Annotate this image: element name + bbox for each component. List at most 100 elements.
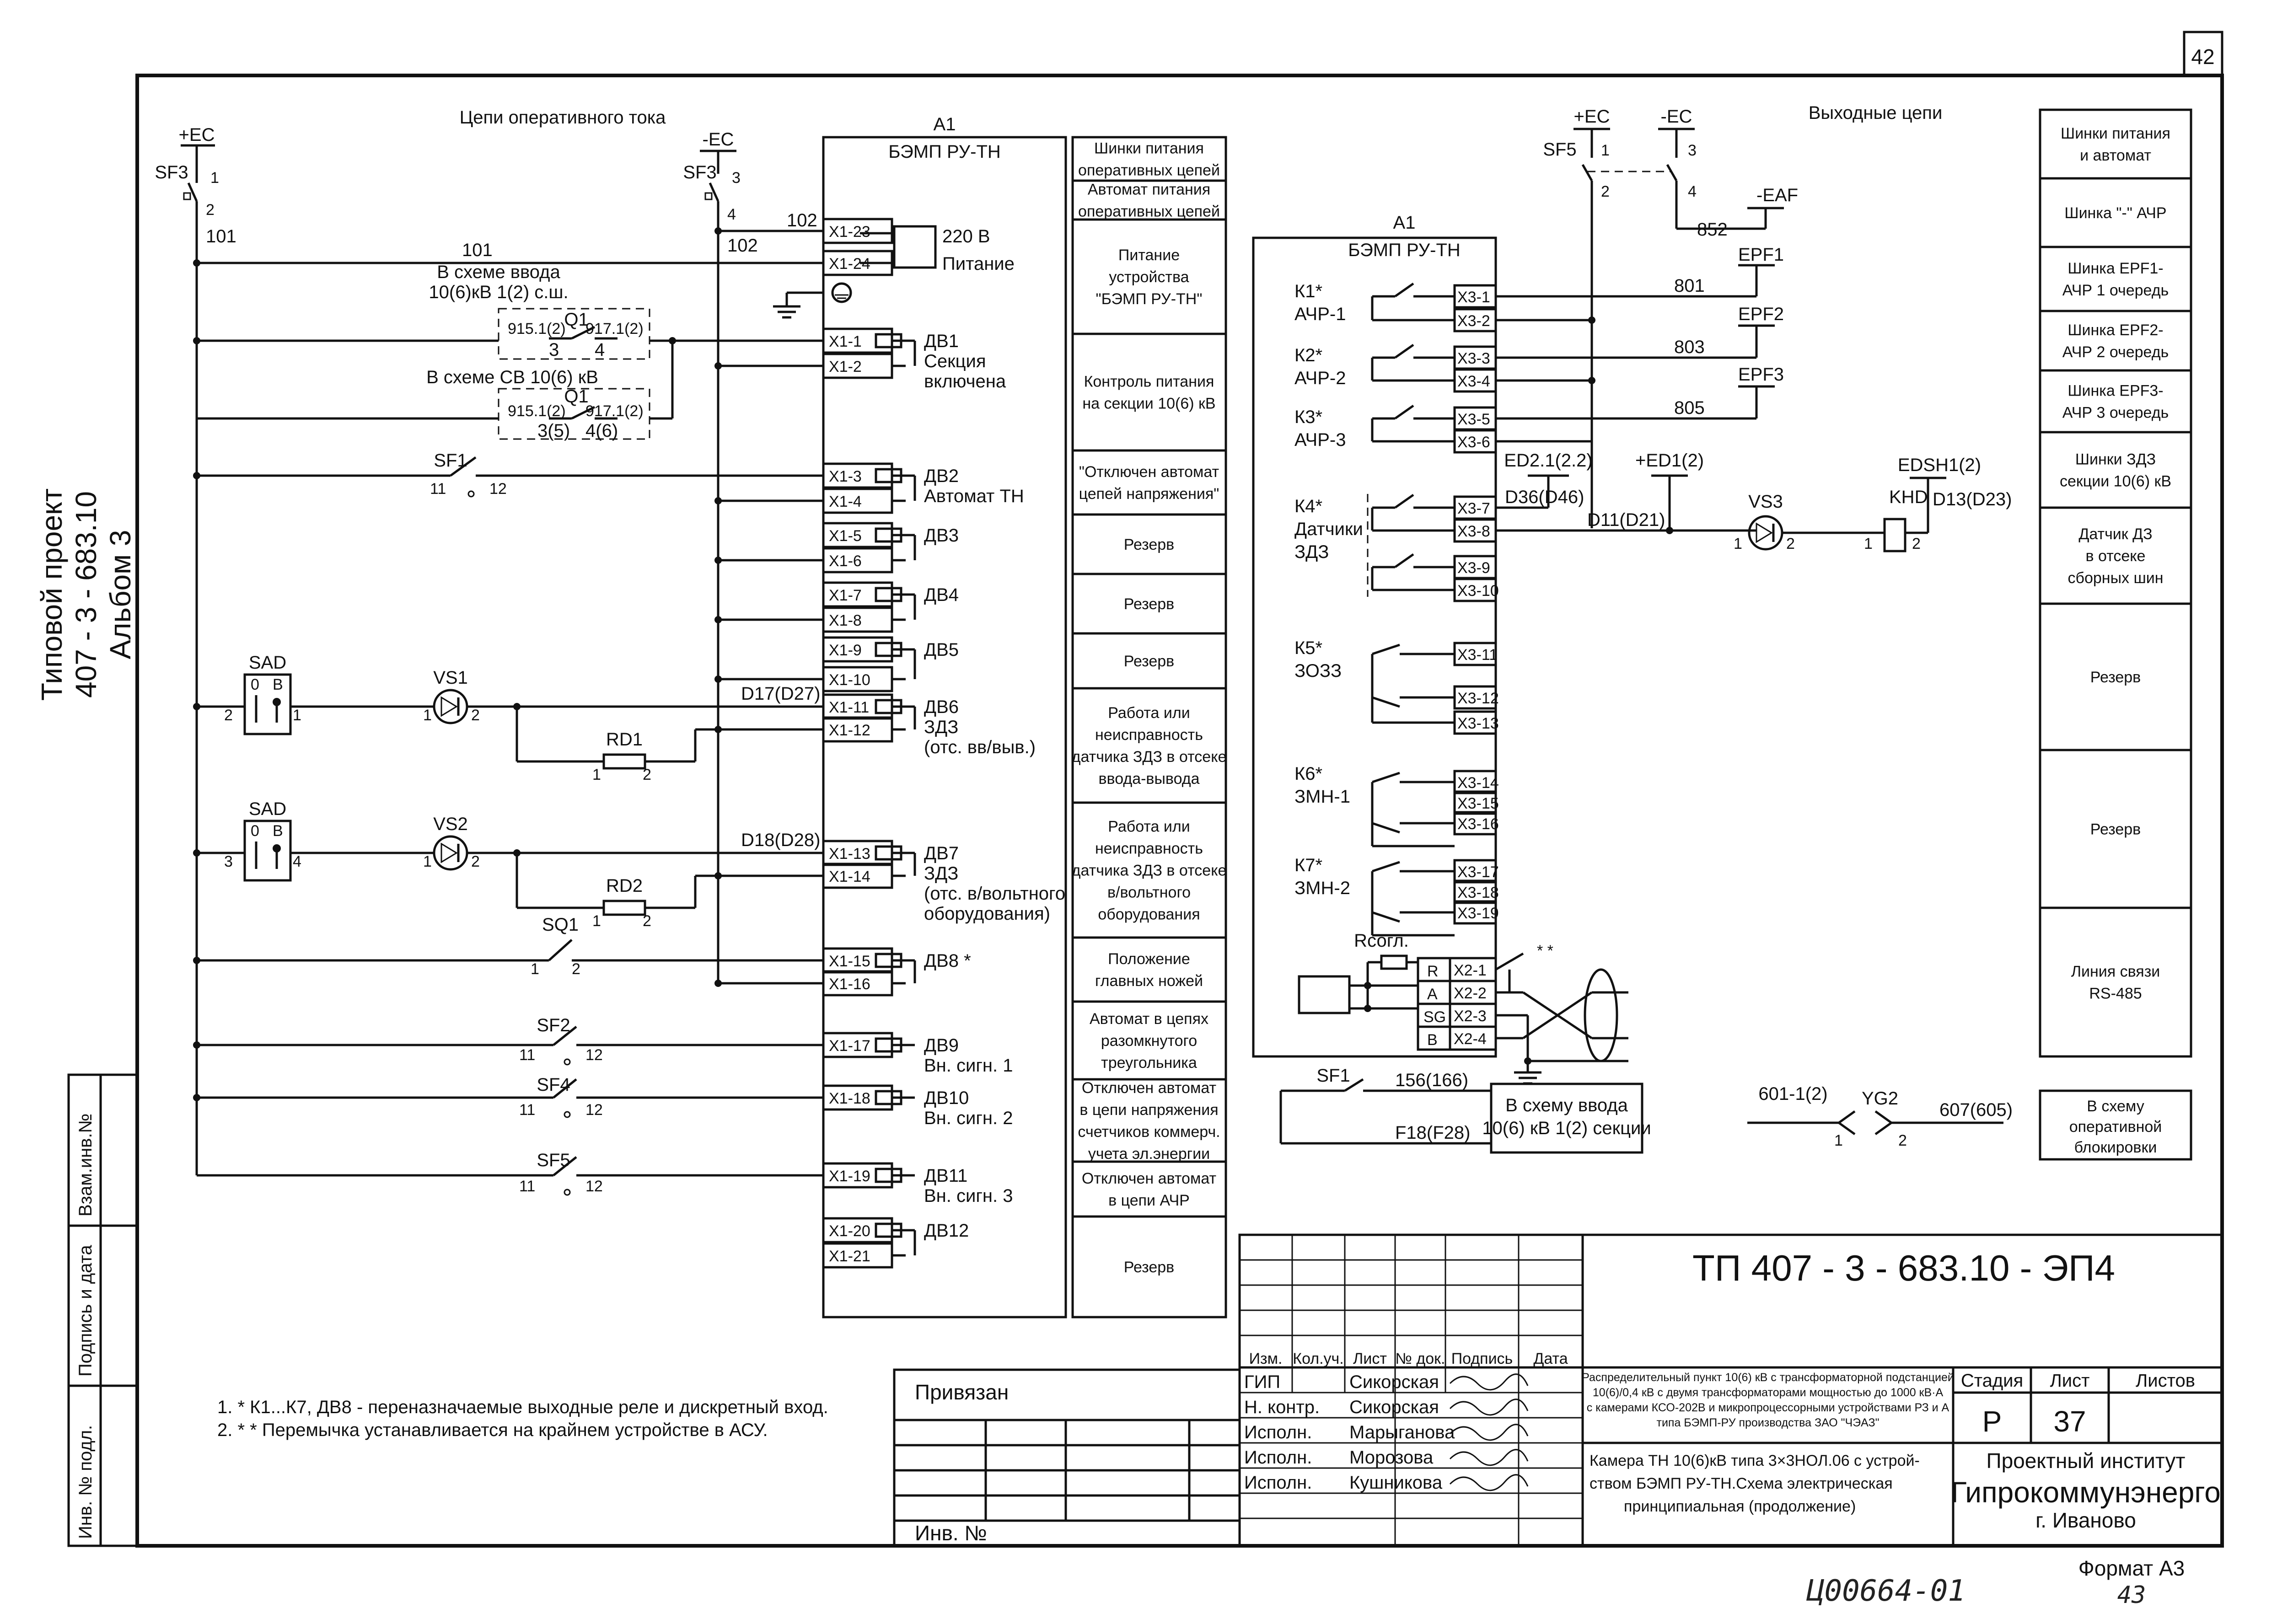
svg-text:12: 12	[585, 1046, 603, 1064]
title-col-header: Изм.	[1249, 1350, 1283, 1367]
sf1-output-switch	[1344, 1078, 1364, 1092]
svg-text:А1: А1	[1393, 213, 1416, 233]
middle-table-cell: Отключен автомат	[1082, 1079, 1216, 1097]
svg-text:SF5: SF5	[1543, 139, 1576, 160]
middle-table-cell: счетчиков коммерч.	[1078, 1123, 1220, 1141]
svg-text:917.1(2): 917.1(2)	[585, 320, 644, 338]
title-role: Исполн.	[1244, 1447, 1312, 1468]
sf4-circuit: SF4 11 12	[193, 1075, 823, 1119]
svg-text:SF3: SF3	[683, 162, 716, 182]
terminal-label: Х1-10	[829, 671, 870, 689]
right-table-cell: RS-485	[2089, 985, 2142, 1002]
svg-text:2: 2	[643, 912, 651, 930]
svg-text:ЕРF2: ЕРF2	[1738, 304, 1784, 324]
middle-table-cell: треугольника	[1101, 1054, 1197, 1072]
terminal-label: Х1-20	[829, 1222, 870, 1240]
block-scheme-label: блокировки	[2074, 1139, 2157, 1156]
title-name: Марыганова	[1349, 1422, 1455, 1442]
terminal-label: Х1-3	[829, 468, 862, 485]
sf5-output-switch	[1581, 164, 1593, 182]
svg-text:1: 1	[592, 912, 601, 930]
svg-text:A: A	[1427, 986, 1438, 1003]
terminal-Х1-24	[822, 250, 893, 276]
terminal-Х1-23	[822, 218, 893, 244]
terminal-label: Х1-6	[829, 552, 862, 570]
terminal-label: Х3-4	[1457, 373, 1490, 390]
svg-text:Секция: Секция	[924, 351, 986, 371]
terminal-label: Х3-18	[1457, 884, 1499, 901]
terminal-label: Х3-12	[1457, 690, 1499, 707]
terminal-label: Х3-8	[1457, 523, 1490, 540]
right-table-cell: Шинка ЕРF3-	[2068, 382, 2163, 400]
svg-text:В: В	[273, 676, 283, 693]
svg-text:Листов: Листов	[2136, 1371, 2195, 1391]
terminal-label: Х1-21	[829, 1248, 870, 1265]
svg-text:3: 3	[224, 853, 233, 870]
svg-text:Q1: Q1	[564, 386, 588, 407]
project-description: с камерами КСО-202В и микропроцессорными…	[1587, 1401, 1949, 1414]
svg-text:Камера ТН 10(6)кВ типа 3×3НОЛ.: Камера ТН 10(6)кВ типа 3×3НОЛ.06 с устро…	[1590, 1452, 1920, 1469]
handwritten-archive-number: Ц00664-01	[1806, 1574, 1966, 1608]
rs485-plug	[1298, 975, 1351, 1014]
svg-text:917.1(2): 917.1(2)	[585, 402, 644, 420]
terminal-label: Х2-3	[1454, 1008, 1487, 1025]
relay-labels: К1* АЧР-1 К2* АЧР-2 К3* АЧР-3 К4* Датчик…	[1294, 281, 1363, 898]
terminal-label: Х3-13	[1457, 715, 1499, 732]
svg-text:F18(F28): F18(F28)	[1395, 1123, 1471, 1143]
svg-text:ЕРF3: ЕРF3	[1738, 364, 1784, 385]
block-scheme-box	[2039, 1089, 2192, 1161]
signature-icon	[1449, 1449, 1529, 1466]
right-table-cell: в отсеке	[2086, 547, 2146, 565]
right-table-cell: секции 10(6) кВ	[2060, 473, 2171, 490]
middle-table-cell: в цепи АЧР	[1108, 1192, 1190, 1209]
svg-text:Q1: Q1	[564, 310, 588, 330]
note-1: 1. * К1...К7, ДВ8 - переназначаемые выхо…	[217, 1397, 828, 1417]
middle-table-cell: Питание	[1118, 247, 1180, 264]
terminal-label: Х1-23	[829, 223, 870, 241]
svg-text:* *: * *	[1537, 942, 1553, 959]
dv1-label: ДВ1	[924, 331, 959, 351]
svg-text:Вн. сигн. 3: Вн. сигн. 3	[924, 1186, 1013, 1206]
right-table-cell: Шинка "-" АЧР	[2064, 204, 2166, 222]
svg-text:АЧР-3: АЧР-3	[1294, 430, 1346, 450]
right-table-cell: Шинки питания	[2061, 125, 2170, 142]
right-table-cell: АЧР 3 очередь	[2062, 404, 2169, 422]
svg-text:1: 1	[1864, 535, 1873, 552]
handwritten-page: 43	[2117, 1581, 2146, 1609]
svg-text:К1*: К1*	[1294, 281, 1322, 301]
right-table-cell: Шинка ЕРF2-	[2068, 322, 2163, 339]
svg-text:11: 11	[519, 1046, 535, 1064]
svg-text:1: 1	[293, 707, 301, 724]
title-name: Сикорская	[1349, 1397, 1439, 1417]
svg-text:К4*: К4*	[1294, 496, 1322, 516]
svg-text:В схеме ввода: В схеме ввода	[437, 262, 560, 282]
svg-text:SAD: SAD	[249, 653, 286, 673]
middle-table-cell: Автомат в цепях	[1090, 1010, 1208, 1028]
svg-text:К2*: К2*	[1294, 345, 1322, 365]
title-col-header: Подпись	[1451, 1350, 1513, 1367]
svg-text:2: 2	[471, 707, 480, 724]
relay-contacts	[1367, 282, 1455, 937]
svg-text:+ED1(2): +ED1(2)	[1635, 450, 1704, 471]
svg-text:ством БЭМП РУ-ТН.Схема электри: ством БЭМП РУ-ТН.Схема электрическая	[1590, 1475, 1893, 1492]
middle-table-cell: на секции 10(6) кВ	[1082, 395, 1215, 413]
block-scheme-label: В схему	[2087, 1098, 2144, 1115]
svg-text:ЗДЗ: ЗДЗ	[1294, 542, 1329, 562]
svg-text:12: 12	[489, 480, 507, 498]
terminal-label: Х1-14	[829, 868, 870, 885]
svg-text:2: 2	[206, 201, 215, 219]
svg-text:ЗДЗ: ЗДЗ	[924, 717, 958, 737]
dv12-label: ДВ12	[924, 1221, 969, 1241]
svg-text:D13(D23): D13(D23)	[1933, 489, 2012, 509]
middle-table-cell: оперативных цепей	[1078, 162, 1220, 179]
svg-text:К7*: К7*	[1294, 855, 1322, 875]
terminal-label: Х1-8	[829, 612, 862, 629]
svg-text:801: 801	[1674, 276, 1705, 296]
svg-text:407 - 3 - 683.10: 407 - 3 - 683.10	[70, 491, 102, 698]
svg-text:SQ1: SQ1	[542, 915, 579, 935]
svg-text:220 В: 220 В	[942, 226, 990, 247]
middle-table-cell: датчика ЗДЗ в отсеке	[1072, 748, 1227, 766]
khd-relay	[1883, 518, 1906, 552]
svg-text:Гипрокоммунэнерго: Гипрокоммунэнерго	[1951, 1476, 2221, 1509]
svg-text:-ЕАF: -ЕАF	[1756, 185, 1798, 205]
